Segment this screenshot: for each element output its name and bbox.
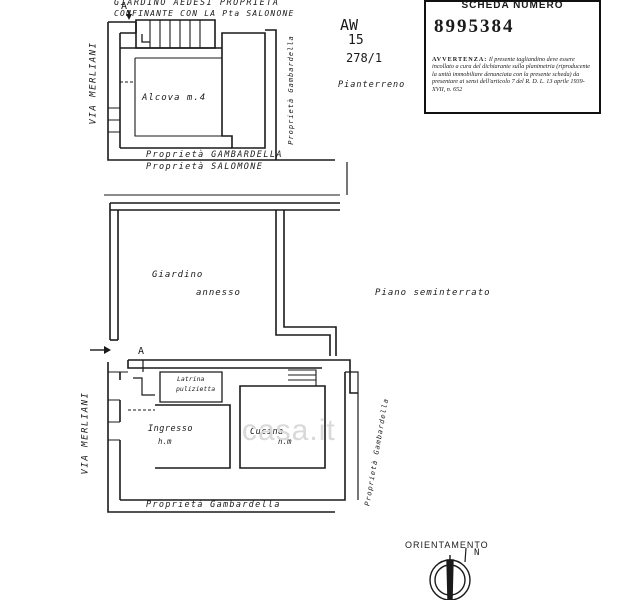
lower-kitchen-box (239, 385, 326, 469)
lower-marker: A (138, 346, 145, 357)
card-number: 8995384 (434, 16, 515, 37)
lower-street: VIA MERLIANI (80, 391, 91, 475)
card-warning: AVVERTENZA: Il presente tagliandino deve… (432, 56, 594, 93)
garden-left-wall (109, 203, 119, 340)
lower-ingresso: Ingresso (148, 424, 193, 434)
lower-bottom: Proprietà Gambardella (146, 500, 281, 510)
stamp-line3: 278/1 (346, 51, 383, 65)
upper-floor-name: Pianterreno (338, 80, 406, 90)
compass-icon (429, 547, 471, 600)
card-warning-text: Il presente tagliandino deve essere inco… (432, 56, 591, 93)
upper-stair-outline (135, 19, 216, 49)
lower-entry-step (133, 377, 155, 396)
upper-header2: CONFINANTE CON LA Pta SALONONE (114, 9, 295, 18)
lower-right-stub (345, 371, 359, 500)
upper-bottom2: Proprietà SALOMONE (146, 162, 264, 172)
lower-latrina-box (159, 371, 223, 403)
watermark: casa.it (242, 414, 336, 447)
stamp-line2: 15 (348, 33, 364, 48)
upper-left-notch (108, 107, 120, 133)
lower-latrina2: pulizietta (176, 385, 216, 393)
upper-room-label: Alcova m.4 (142, 93, 207, 103)
upper-arrow-corner (141, 34, 150, 43)
upper-room-box (134, 57, 222, 137)
upper-room-walls (120, 32, 266, 149)
entry-arrow-head (104, 346, 111, 354)
upper-arrow-head (126, 14, 132, 20)
lower-cucina-h: h.m (278, 437, 292, 446)
garden-right-wall (275, 210, 337, 356)
upper-bottom1: Proprietà GAMBARDELLA (146, 150, 283, 160)
garden-floor-name: Piano seminterrato (375, 288, 491, 298)
stamp-line1: AW (340, 16, 359, 34)
upper-right-wall (265, 29, 277, 160)
upper-top-wall (108, 21, 137, 34)
upper-header: GIARDINO AEDESI PROPRIETÀ (114, 0, 280, 8)
garden-word1: Giardino (152, 270, 204, 280)
garden-top-wall (110, 202, 340, 211)
lower-ingresso-h: h.m (158, 437, 172, 446)
upper-outer-wall (107, 22, 335, 161)
lower-latrina: Latrina (177, 375, 205, 383)
upper-marker: A (121, 1, 128, 12)
lower-partition (155, 404, 231, 469)
upper-side-prop: Proprietà Gambardella (286, 35, 295, 145)
lower-kitchen-stairs (288, 369, 317, 386)
card-title: SCHEDA NUMERO (461, 0, 564, 11)
lower-outer-left (107, 362, 335, 513)
card-warning-title: AVVERTENZA: (432, 56, 488, 63)
orientation-label: ORIENTAMENTO (405, 540, 489, 550)
lower-left-steps (108, 371, 128, 441)
lower-top-wall (127, 359, 358, 394)
lower-bottom-inner (120, 372, 346, 501)
registration-card: SCHEDA NUMERO 8995384 AVVERTENZA: Il pre… (424, 0, 601, 114)
orientation-north: N (474, 548, 480, 558)
upper-stair-steps (149, 20, 201, 48)
upper-street: VIA MERLIANI (88, 41, 99, 125)
garden-word2: annesso (196, 288, 241, 298)
lower-cucina: Cucina (250, 427, 284, 437)
